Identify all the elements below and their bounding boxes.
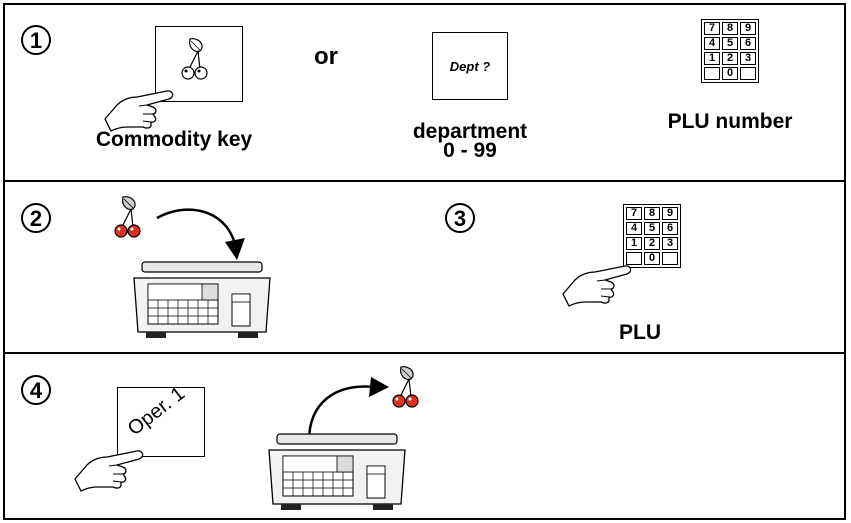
keypad-key <box>740 67 756 80</box>
keypad-key: 5 <box>722 37 738 50</box>
keypad-key: 0 <box>644 252 660 265</box>
keypad-key: 0 <box>722 67 738 80</box>
keypad-key: 4 <box>704 37 720 50</box>
commodity-key-card[interactable] <box>155 26 243 102</box>
keypad-key: 5 <box>644 222 660 235</box>
keypad-key: 9 <box>662 207 678 220</box>
step-3-number: 3 <box>445 203 475 233</box>
keypad-key <box>704 67 720 80</box>
keypad-key: 6 <box>662 222 678 235</box>
plu-label: PLU <box>619 321 661 344</box>
keypad-key: 1 <box>626 237 642 250</box>
hand-pointer-icon <box>562 265 632 307</box>
keypad-key: 7 <box>704 22 720 35</box>
department-range-label: 0 - 99 <box>443 139 497 162</box>
keypad-key: 8 <box>644 207 660 220</box>
hand-pointer-icon <box>104 90 174 132</box>
department-card-text: Dept ? <box>449 59 491 74</box>
step-1-number: 1 <box>21 25 51 55</box>
cherry-icon <box>392 366 419 408</box>
hand-pointer-icon <box>74 450 144 492</box>
cherry-icon <box>114 196 141 238</box>
keypad-key: 3 <box>662 237 678 250</box>
operator-card-text: Oper. 1 <box>123 382 190 441</box>
keypad-key: 6 <box>740 37 756 50</box>
scale-icon <box>133 261 271 338</box>
plu-number-label: PLU number <box>667 110 793 133</box>
keypad-key: 3 <box>740 52 756 65</box>
commodity-key-label: Commodity key <box>95 128 253 151</box>
step-1-panel: 1 Commodity key or Dept ? department 0 -… <box>3 3 846 182</box>
keypad-key: 7 <box>626 207 642 220</box>
department-key-card[interactable]: Dept ? <box>432 32 508 100</box>
keypad-key: 9 <box>740 22 756 35</box>
arrow-icon <box>156 208 245 260</box>
step-2-number: 2 <box>21 203 51 233</box>
keypad-key: 8 <box>722 22 738 35</box>
step-4-panel: 4 Oper. 1 <box>3 352 846 520</box>
keypad-key: 2 <box>722 52 738 65</box>
operator-key-card[interactable]: Oper. 1 <box>117 382 205 457</box>
arrow-icon <box>307 377 389 442</box>
scale-icon <box>268 433 406 510</box>
cherry-icon <box>181 38 208 80</box>
keypad-key <box>626 252 642 265</box>
keypad-key: 1 <box>704 52 720 65</box>
or-label: or <box>314 43 338 70</box>
step-4-number: 4 <box>21 375 51 405</box>
keypad-key <box>662 252 678 265</box>
department-label: department <box>412 120 528 143</box>
keypad-key: 4 <box>626 222 642 235</box>
keypad-key: 2 <box>644 237 660 250</box>
